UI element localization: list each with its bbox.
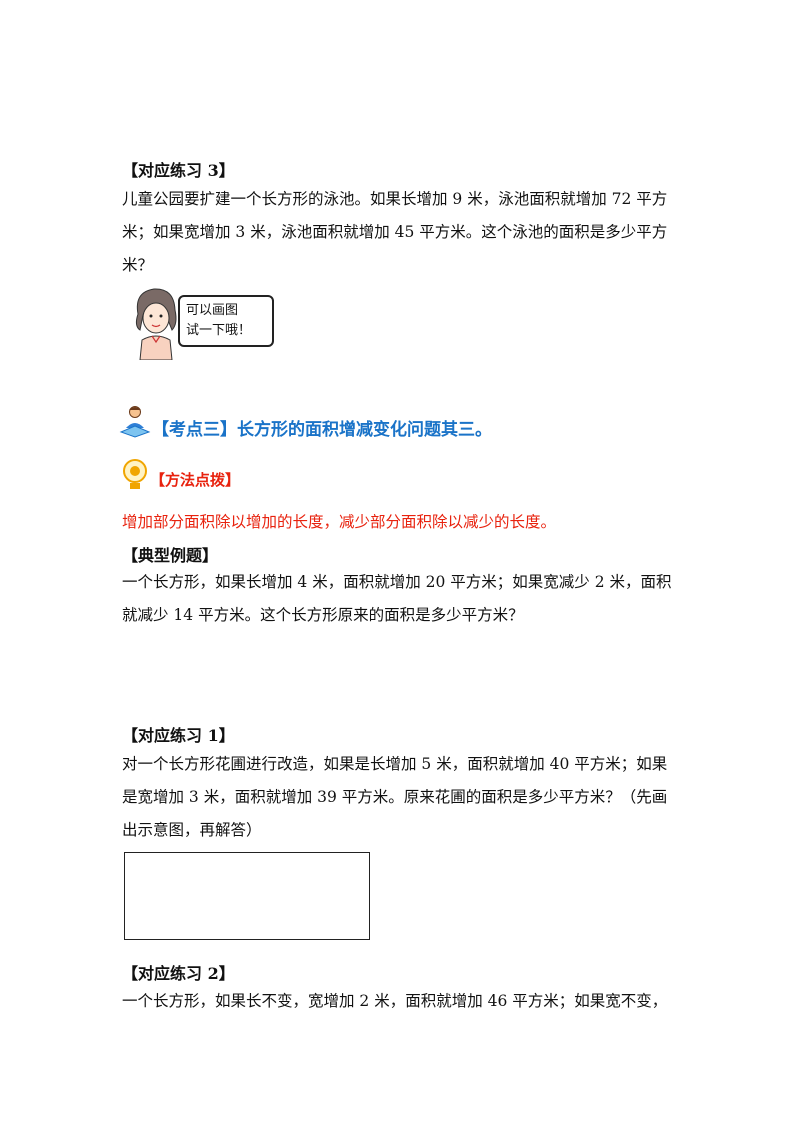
section3-title: 【考点三】长方形的面积增减变化问题其三。 <box>152 420 492 440</box>
method-title: 【方法点拨】 <box>150 471 241 489</box>
diagram-answer-box <box>124 852 370 940</box>
bubble-line-2: 试一下哦！ <box>186 323 252 338</box>
practice1-heading: 【对应练习 1】 <box>122 726 235 745</box>
teacher-illustration <box>128 284 184 361</box>
practice2-heading: 【对应练习 2】 <box>122 964 235 983</box>
bubble-line-1: 可以画图 <box>186 303 239 318</box>
speech-bubble: 可以画图 试一下哦！ <box>178 295 274 347</box>
student-reading-icon <box>118 404 152 438</box>
practice3-heading: 【对应练习 3】 <box>122 161 235 180</box>
practice3-text: 儿童公园要扩建一个长方形的泳池。如果长增加 9 米，泳池面积就增加 72 平方米… <box>122 190 668 274</box>
example-heading: 【典型例题】 <box>122 546 219 565</box>
method-text: 增加部分面积除以增加的长度，减少部分面积除以减少的长度。 <box>122 513 557 531</box>
example-text: 一个长方形，如果长增加 4 米，面积就增加 20 平方米；如果宽减少 2 米，面… <box>122 573 672 624</box>
lightbulb-icon <box>120 458 150 492</box>
practice2-text: 一个长方形，如果长不变，宽增加 2 米，面积就增加 46 平方米；如果宽不变， <box>122 992 668 1010</box>
practice1-text: 对一个长方形花圃进行改造，如果是长增加 5 米，面积就增加 40 平方米；如果是… <box>122 755 668 839</box>
